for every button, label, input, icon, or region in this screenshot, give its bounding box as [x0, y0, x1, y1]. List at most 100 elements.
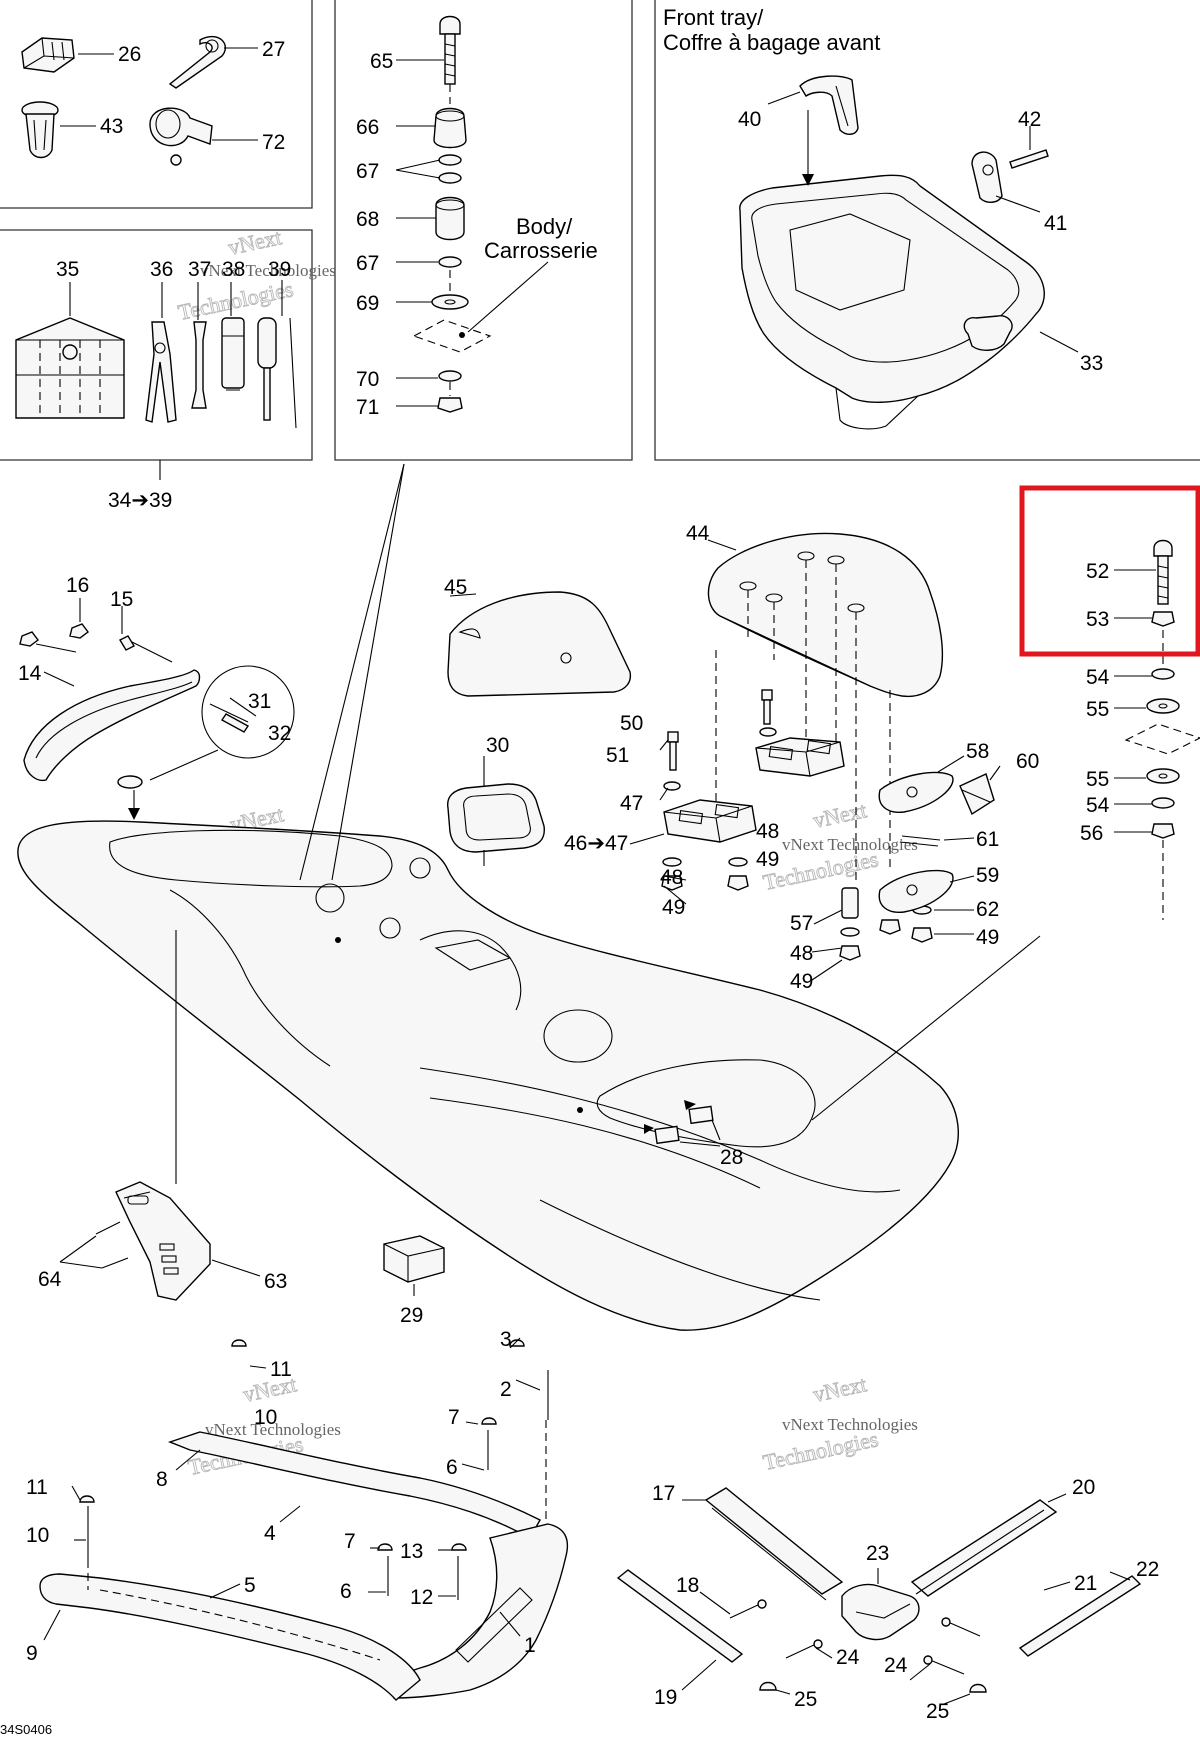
callout-24: 24 — [884, 1654, 908, 1677]
part-54-washer-lower — [1151, 797, 1175, 809]
callout-49: 49 — [976, 926, 999, 949]
callout-26: 26 — [118, 43, 141, 66]
callout-49: 49 — [790, 970, 813, 993]
callout-67: 67 — [356, 252, 379, 275]
callout-29: 29 — [400, 1304, 423, 1327]
callout-1: 1 — [524, 1634, 536, 1657]
part-14-grab-handle — [23, 669, 201, 782]
callout-60: 60 — [1016, 750, 1039, 773]
callout-49: 49 — [756, 848, 779, 871]
part-43-grommet — [21, 101, 59, 159]
callout-10: 10 — [26, 1524, 49, 1547]
part-41-latch — [971, 151, 1003, 203]
part-23-corner — [841, 1583, 920, 1641]
highlight-box — [1019, 485, 1200, 657]
part-61-spring — [899, 835, 941, 847]
callout-54: 54 — [1086, 666, 1110, 689]
inset-frames — [0, 0, 1200, 480]
hull-body — [17, 463, 1041, 1331]
callout-30: 30 — [486, 734, 509, 757]
callout-27: 27 — [262, 38, 285, 61]
part-50-screw — [667, 689, 773, 771]
callout-51: 51 — [606, 744, 629, 767]
callout-17: 17 — [652, 1482, 675, 1505]
part-46-bracket-left — [663, 799, 757, 843]
part-45-cover — [447, 591, 632, 697]
part-28-connectors — [644, 1100, 721, 1147]
callout-52: 52 — [1086, 560, 1109, 583]
rivets-18-21-24 — [729, 1599, 981, 1675]
part-42-rivet — [1009, 149, 1049, 169]
callout-48: 48 — [756, 820, 779, 843]
front-tray-title-line2: Coffre à bagage avant — [663, 30, 880, 55]
callout-50: 50 — [620, 712, 643, 735]
part-44-seat — [707, 532, 944, 698]
callout-62: 62 — [976, 898, 999, 921]
watermark-text: vNext Technologies — [200, 261, 336, 280]
part-30-bezel — [447, 783, 545, 853]
part-55-washer-lower — [1146, 768, 1180, 784]
callout-43: 43 — [100, 115, 123, 138]
callout-71: 71 — [356, 396, 379, 419]
frame-body-fasteners — [334, 0, 633, 461]
part-67-washers — [438, 154, 462, 268]
callout-25: 25 — [794, 1688, 817, 1711]
callout-8: 8 — [156, 1468, 168, 1491]
callout-11: 11 — [26, 1476, 48, 1499]
watermark-text: vNext Technologies — [205, 1420, 341, 1439]
part-27-cable-tie — [168, 35, 227, 89]
callout-3: 3 — [500, 1328, 512, 1351]
part-54-washer-upper — [1151, 668, 1175, 680]
callout-15: 15 — [110, 588, 133, 611]
callout-39: 39 — [268, 258, 291, 281]
callout-48: 48 — [660, 866, 683, 889]
part-17-rail — [704, 1487, 844, 1601]
part-37-wrench — [191, 321, 207, 409]
callout-35: 35 — [56, 258, 79, 281]
seat-studs — [715, 560, 891, 880]
frame-front-tray — [654, 0, 1200, 461]
right-fastener-stack — [1114, 539, 1200, 920]
panel-section — [1124, 723, 1200, 755]
body-fasteners-group — [395, 15, 549, 413]
callout-24: 24 — [836, 1646, 860, 1669]
callout-25: 25 — [926, 1700, 949, 1723]
callout-20: 20 — [1072, 1476, 1095, 1499]
callout-18: 18 — [676, 1574, 699, 1597]
part-56-nut — [1151, 823, 1175, 839]
part-66-bushing — [433, 107, 467, 149]
callout-42: 42 — [1018, 108, 1041, 131]
handle-group — [19, 598, 201, 782]
callout-63: 63 — [264, 1270, 287, 1293]
frame-small-parts — [0, 0, 313, 209]
part-47-bracket-right — [755, 737, 845, 777]
detail-circle — [201, 665, 295, 759]
part-25-caps — [759, 1681, 987, 1693]
callout-48: 48 — [790, 942, 813, 965]
part-57-spacer — [841, 887, 859, 919]
lower-body-group — [39, 1337, 569, 1701]
part-60-clip — [959, 773, 995, 816]
part-22-strip — [1018, 1575, 1142, 1657]
callout-31: 31 — [248, 690, 271, 713]
seat-group — [447, 532, 944, 880]
part-63-bracket — [59, 1181, 261, 1301]
circle-detail — [117, 665, 295, 820]
part-69-washer — [431, 294, 469, 310]
callout-22: 22 — [1136, 1558, 1159, 1581]
callout-6: 6 — [446, 1456, 458, 1479]
part-1-logo-plate — [455, 1587, 533, 1663]
callout-14: 14 — [18, 662, 42, 685]
callout-45: 45 — [444, 576, 467, 599]
callout-10: 10 — [254, 1406, 277, 1429]
part-26-connector — [21, 37, 75, 73]
part-15-screw — [119, 635, 173, 663]
callout-4: 4 — [264, 1522, 276, 1545]
part-29-block — [383, 1235, 445, 1296]
callout-16: 16 — [66, 574, 89, 597]
part-20-rail — [910, 1499, 1058, 1597]
part-36-pliers — [145, 321, 177, 423]
tool-kit-group — [15, 280, 297, 429]
callout-13: 13 — [400, 1540, 423, 1563]
